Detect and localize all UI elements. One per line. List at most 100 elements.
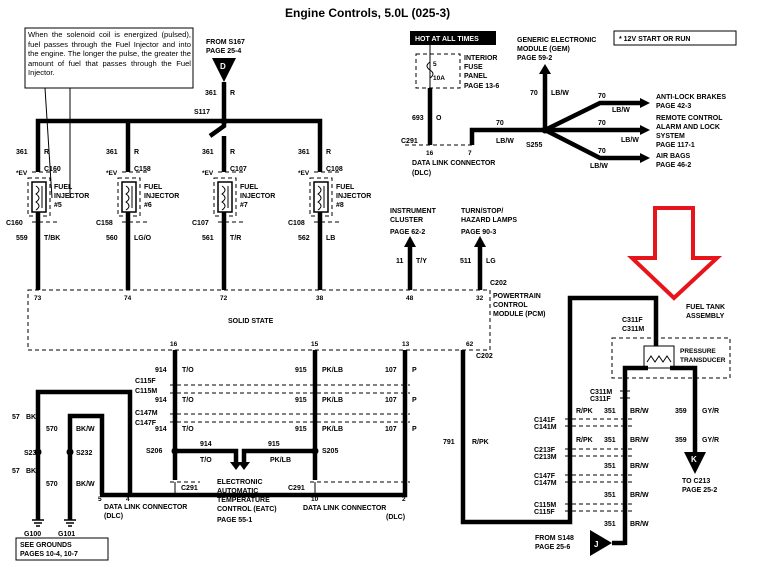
right-791-color-1: R/PK: [576, 437, 593, 444]
wire-914-eatc: [175, 448, 239, 462]
mid-wire-num-2-0: 914: [155, 426, 167, 433]
wire-57-num: 57: [12, 414, 20, 421]
injector-name-1-8: FUEL: [336, 184, 355, 191]
alarm-page: PAGE 117-1: [656, 142, 695, 149]
wire-70-airbag-num: 70: [598, 148, 606, 155]
fuse-panel-label-1: INTERIOR: [464, 55, 497, 62]
wire-70-color-dlc: LB/W: [496, 138, 514, 145]
wire-70-alarm-color: LB/W: [621, 137, 639, 144]
wire-out-color-7: T/R: [230, 235, 241, 242]
hot-at-all-times: HOT AT ALL TIMES: [415, 36, 479, 43]
right-791-color-0: R/PK: [576, 408, 593, 415]
injector-name-1-5: FUEL: [54, 184, 73, 191]
mid-wire-num-1-1: 915: [295, 397, 307, 404]
injector-name-1-7: FUEL: [240, 184, 259, 191]
injector-name-3-5: #5: [54, 202, 62, 209]
mid-wire-color-1-2: P: [412, 397, 417, 404]
wire-693-num: 693: [412, 115, 424, 122]
mid-wire-color-0-1: PK/LB: [322, 367, 343, 374]
connector-right-c311f: C311F: [590, 396, 611, 403]
highlight-arrow: [627, 206, 723, 301]
right-351-color-0: BR/W: [630, 408, 649, 415]
pcm-pin-13: 13: [402, 341, 410, 348]
wire-359: [670, 365, 698, 455]
wire-70-abs-color: LB/W: [612, 107, 630, 114]
page-title: Engine Controls, 5.0L (025-3): [285, 6, 450, 20]
connector-right-c147f: C147F: [534, 473, 556, 480]
wire-out-num-7: 561: [202, 235, 214, 242]
wire-57: [35, 389, 133, 520]
dlc-top-label: DATA LINK CONNECTOR: [412, 160, 495, 167]
wire-70-num-gem: 70: [530, 90, 538, 97]
eatc-label-3: TEMPERATURE: [217, 497, 270, 504]
mid-wire-num-0-2: 107: [385, 367, 397, 374]
connector-right-c141m: C141M: [534, 424, 557, 431]
gem-label-1: GENERIC ELECTRONIC: [517, 37, 596, 44]
connector-top-c108: C108: [326, 166, 343, 173]
ground-g101: G101: [58, 531, 75, 538]
wire-70-num-dlc: 70: [496, 120, 504, 127]
mid-wire-color-1-0: T/O: [182, 397, 194, 404]
wire-11-color: T/Y: [416, 258, 427, 265]
wire-791: [460, 295, 659, 525]
splice-s232: S232: [76, 450, 92, 457]
c291-right: C291: [288, 485, 305, 492]
alarm-label-1: REMOTE CONTROL: [656, 115, 723, 122]
cluster-page: PAGE 62-2: [390, 229, 425, 236]
fuse-panel-label-2: FUSE: [464, 64, 483, 71]
c291-top: C291: [401, 138, 418, 145]
wire-70-abs-num: 70: [598, 93, 606, 100]
hot-at-all-times-banner: [410, 31, 496, 45]
turn-label-1: TURN/STOP/: [461, 208, 503, 215]
splice-dot-s232: [66, 448, 74, 456]
mid-wire-color-1-1: PK/LB: [322, 397, 343, 404]
splice-s205: S205: [322, 448, 338, 455]
airbag-label: AIR BAGS: [656, 153, 691, 160]
splice-s230: S230: [24, 450, 40, 457]
pcm-pin-15: 15: [311, 341, 319, 348]
abs-page: PAGE 42-3: [656, 103, 691, 110]
pcm-label-1: POWERTRAIN: [493, 293, 541, 300]
solenoid-coil-icon-6: [125, 185, 130, 211]
bus-361-branch: [208, 121, 227, 138]
see-grounds-pages: PAGES 10-4, 10-7: [20, 551, 78, 558]
pcm-pin-72: 72: [220, 295, 228, 302]
wire-70-color-gem: LB/W: [551, 90, 569, 97]
wire-70-abs: [544, 100, 640, 133]
connector-right-c213m: C213M: [534, 454, 557, 461]
wire-70-dlc: [469, 127, 545, 145]
fuse-panel-page: PAGE 13-6: [464, 83, 499, 90]
connector-right-c213f: C213F: [534, 447, 556, 454]
pcm-connector-top: C202: [490, 280, 507, 287]
mid-wire-color-0-2: P: [412, 367, 417, 374]
wire-361-num-7: 361: [202, 149, 214, 156]
injector-name-3-6: #6: [144, 202, 152, 209]
wire-511-num: 511: [460, 258, 471, 265]
wire-361-color-7: R: [230, 149, 235, 156]
mid-connectors: [170, 384, 410, 423]
injector-name-1-6: FUEL: [144, 184, 163, 191]
eatc-label-4: CONTROL (EATC): [217, 506, 277, 513]
eatc-label-2: AUTOMATIC: [217, 488, 258, 495]
right-351-color-b1: BR/W: [630, 492, 649, 499]
connector-arrow-k: [684, 452, 706, 474]
wire-914-branch-num: 914: [200, 441, 212, 448]
pressure-transducer-icon: [643, 345, 675, 369]
wire-label-361-top: 361: [205, 90, 217, 97]
connector-c311m: C311M: [622, 326, 644, 333]
injector-name-2-6: INJECTOR: [144, 193, 179, 200]
wire-57-color: BK: [26, 414, 36, 421]
turn-page: PAGE 90-3: [461, 229, 496, 236]
right-351-num-1: 351: [604, 437, 616, 444]
airbag-page: PAGE 46-2: [656, 162, 691, 169]
wire-361-color-8: R: [326, 149, 331, 156]
wire-693-color: O: [436, 115, 442, 122]
gem-arrow: [539, 64, 551, 74]
connector-bottom-c158: C158: [96, 220, 113, 227]
connector-c115m: C115M: [135, 388, 157, 395]
splice-s206: S206: [146, 448, 162, 455]
dlc-left-pin-5: 5: [98, 496, 102, 503]
to-c213-label: TO C213: [682, 478, 710, 485]
